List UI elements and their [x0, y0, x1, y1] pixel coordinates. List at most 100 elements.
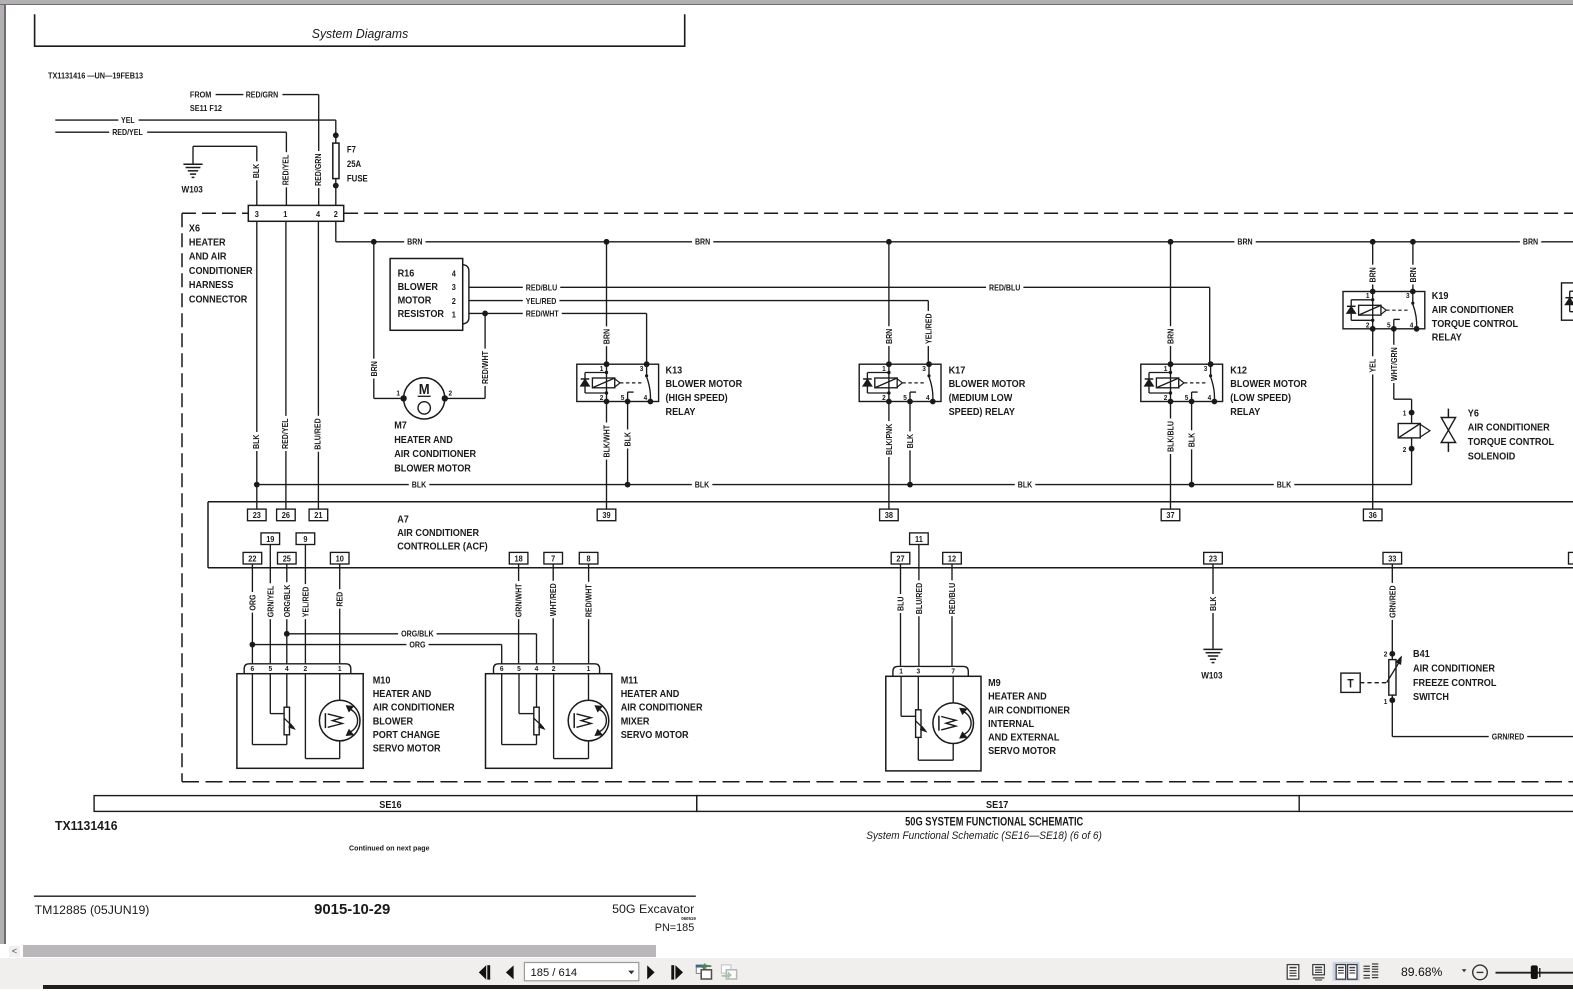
svg-text:AIR CONDITIONER: AIR CONDITIONER	[373, 703, 455, 714]
svg-text:1: 1	[882, 364, 886, 373]
svg-text:HEATER AND: HEATER AND	[373, 689, 432, 700]
svg-text:1: 1	[396, 388, 400, 397]
svg-text:WHT/RED: WHT/RED	[548, 583, 558, 616]
svg-text:3: 3	[1204, 364, 1208, 373]
svg-text:HEATER: HEATER	[189, 238, 226, 249]
svg-text:R16: R16	[398, 268, 415, 279]
svg-text:BRN: BRN	[695, 237, 710, 247]
svg-text:50G SYSTEM FUNCTIONAL SCHEMATI: 50G SYSTEM FUNCTIONAL SCHEMATIC	[905, 816, 1084, 829]
svg-text:FROM: FROM	[190, 90, 212, 100]
svg-text:2: 2	[334, 210, 338, 219]
svg-text:RED/GRN: RED/GRN	[246, 89, 279, 99]
svg-text:CONDITIONER: CONDITIONER	[189, 266, 253, 277]
svg-text:1: 1	[1403, 409, 1407, 418]
svg-text:BRN: BRN	[1408, 267, 1418, 282]
svg-text:AIR CONDITIONER: AIR CONDITIONER	[621, 703, 703, 714]
svg-text:3: 3	[640, 364, 644, 373]
svg-text:9: 9	[303, 535, 307, 544]
svg-text:BRN: BRN	[407, 237, 422, 247]
svg-text:BLOWER MOTOR: BLOWER MOTOR	[666, 379, 743, 390]
svg-text:5: 5	[268, 664, 272, 673]
svg-text:BLK: BLK	[1018, 480, 1033, 490]
svg-text:BRN: BRN	[1237, 237, 1252, 247]
svg-text:AIR CONDITIONER: AIR CONDITIONER	[1413, 664, 1495, 675]
svg-text:ORG: ORG	[409, 639, 425, 649]
svg-text:WHT/GRN: WHT/GRN	[1389, 347, 1399, 381]
svg-text:19: 19	[266, 535, 275, 544]
svg-text:AIR CONDITIONER: AIR CONDITIONER	[394, 449, 476, 460]
svg-text:AIR CONDITIONER: AIR CONDITIONER	[1468, 423, 1550, 434]
svg-text:K17: K17	[949, 365, 966, 376]
svg-text:BRN: BRN	[602, 329, 612, 344]
svg-text:2: 2	[1384, 650, 1388, 659]
svg-text:BRN: BRN	[1523, 237, 1538, 247]
svg-text:BLK: BLK	[623, 432, 633, 447]
svg-text:RED: RED	[335, 592, 345, 607]
svg-text:2: 2	[452, 297, 456, 306]
svg-text:1: 1	[1366, 291, 1370, 300]
svg-text:BLK: BLK	[1277, 480, 1292, 490]
svg-text:4: 4	[926, 393, 930, 402]
svg-text:CONNECTOR: CONNECTOR	[189, 294, 248, 305]
svg-text:39: 39	[602, 511, 611, 520]
svg-text:HEATER AND: HEATER AND	[988, 692, 1047, 703]
svg-text:RED/BLU: RED/BLU	[947, 583, 957, 614]
svg-text:(HIGH SPEED): (HIGH SPEED)	[666, 393, 728, 404]
svg-text:11: 11	[915, 535, 923, 544]
svg-text:185 / 614: 185 / 614	[531, 967, 578, 979]
svg-text:5: 5	[1387, 320, 1391, 329]
svg-text:(LOW SPEED): (LOW SPEED)	[1230, 393, 1291, 404]
svg-text:4: 4	[644, 393, 648, 402]
svg-text:AIR CONDITIONER: AIR CONDITIONER	[988, 705, 1070, 716]
svg-text:22: 22	[248, 554, 257, 563]
svg-text:8: 8	[587, 554, 591, 563]
svg-text:33: 33	[1388, 554, 1397, 563]
svg-text:AIR CONDITIONER: AIR CONDITIONER	[397, 528, 479, 539]
svg-text:M7: M7	[394, 421, 407, 432]
svg-text:1: 1	[899, 667, 903, 676]
svg-text:1: 1	[1164, 364, 1168, 373]
svg-text:3: 3	[1406, 291, 1410, 300]
svg-text:50G Excavator: 50G Excavator	[612, 902, 694, 916]
svg-text:1: 1	[600, 364, 604, 373]
svg-text:1: 1	[283, 210, 287, 219]
svg-text:B41: B41	[1413, 649, 1430, 660]
svg-text:7: 7	[551, 554, 555, 563]
svg-text:RED/WHT: RED/WHT	[526, 309, 559, 319]
svg-text:BLK: BLK	[1187, 433, 1197, 448]
svg-text:RELAY: RELAY	[666, 407, 696, 418]
svg-text:BLK/WHT: BLK/WHT	[602, 425, 612, 458]
svg-text:PN=185: PN=185	[655, 922, 695, 934]
svg-text:TX1131416 —UN—19FEB13: TX1131416 —UN—19FEB13	[48, 71, 144, 80]
svg-text:HEATER AND: HEATER AND	[621, 689, 680, 700]
svg-text:BRN: BRN	[1368, 267, 1378, 282]
svg-text:SERVO MOTOR: SERVO MOTOR	[621, 730, 689, 741]
svg-text:BLOWER MOTOR: BLOWER MOTOR	[949, 379, 1026, 390]
svg-text:2: 2	[882, 393, 886, 402]
svg-text:GRN/RED: GRN/RED	[1387, 585, 1397, 618]
svg-text:RED/WHT: RED/WHT	[584, 584, 594, 617]
svg-text:SWITCH: SWITCH	[1413, 692, 1449, 703]
svg-text:2: 2	[1403, 445, 1407, 454]
svg-text:AIR CONDITIONER: AIR CONDITIONER	[1432, 305, 1514, 316]
svg-text:BLK: BLK	[412, 480, 427, 490]
svg-text:ORG/BLK: ORG/BLK	[282, 585, 292, 618]
svg-text:K19: K19	[1432, 291, 1449, 302]
svg-text:3: 3	[452, 283, 456, 292]
svg-text:21: 21	[314, 511, 323, 520]
svg-text:37: 37	[1166, 511, 1175, 520]
svg-text:M11: M11	[621, 676, 638, 687]
svg-text:FREEZE CONTROL: FREEZE CONTROL	[1413, 678, 1497, 689]
svg-text:4: 4	[316, 210, 320, 219]
svg-text:System Diagrams: System Diagrams	[312, 27, 409, 41]
svg-text:M9: M9	[988, 678, 1001, 689]
svg-text:SERVO MOTOR: SERVO MOTOR	[988, 746, 1056, 757]
svg-text:5: 5	[517, 664, 521, 673]
svg-text:YEL/RED: YEL/RED	[300, 587, 310, 618]
svg-text:23: 23	[253, 511, 262, 520]
svg-text:9015-10-29: 9015-10-29	[314, 902, 390, 918]
svg-text:Continued on next page: Continued on next page	[349, 843, 430, 852]
svg-text:2: 2	[1164, 393, 1168, 402]
svg-text:GRN/RED: GRN/RED	[1492, 731, 1525, 741]
svg-text:RELAY: RELAY	[1230, 407, 1260, 418]
